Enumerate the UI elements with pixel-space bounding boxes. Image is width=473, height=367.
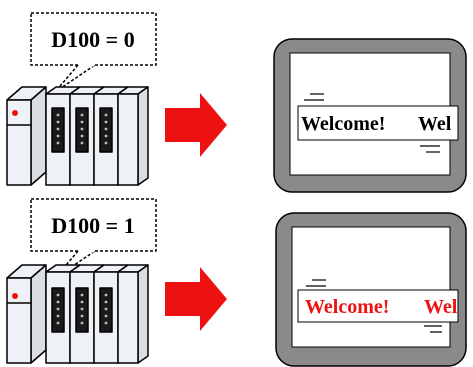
scenario-bottom: D100 = 1	[6, 198, 467, 367]
right-arrow-icon	[165, 93, 227, 157]
scenario-top: D100 = 0	[6, 12, 467, 193]
plc-rack	[6, 264, 149, 364]
callout-text: D100 = 0	[51, 27, 134, 52]
callout-bubble: D100 = 1	[30, 198, 157, 279]
ticker-text-partial: Wel	[424, 296, 458, 318]
ticker-text: Welcome!	[305, 296, 389, 318]
hmi-panel: Welcome! Wel	[273, 38, 467, 193]
hmi-panel: Welcome! Wel	[275, 212, 467, 367]
plc-led	[12, 110, 18, 116]
callout-bubble: D100 = 0	[30, 12, 157, 93]
plc-led	[12, 293, 18, 299]
ticker-text-partial: Wel	[418, 113, 452, 135]
right-arrow-icon	[165, 267, 227, 331]
callout-text: D100 = 1	[51, 213, 134, 238]
ticker-box	[297, 289, 459, 323]
plc-rack	[6, 86, 149, 186]
ticker-box	[297, 105, 459, 141]
ticker-text: Welcome!	[301, 113, 385, 135]
